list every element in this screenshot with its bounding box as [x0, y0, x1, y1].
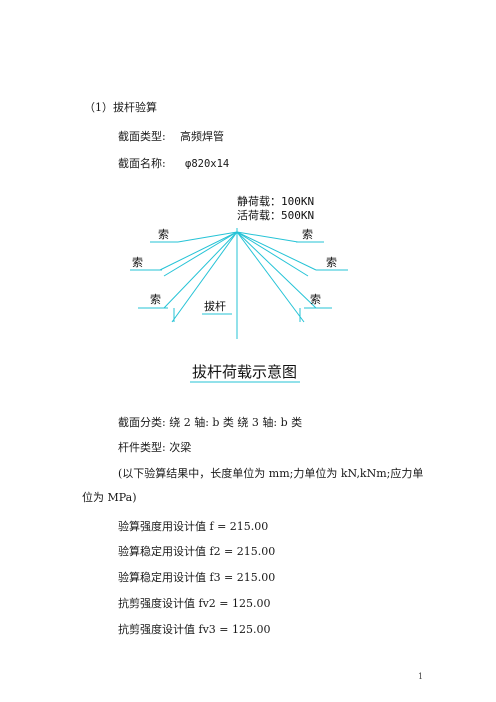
cable-line [163, 231, 238, 309]
section-type-value: 高频焊管 [180, 130, 224, 143]
shear-design-value-fv2: 抗剪强度设计值 fv2 = 125.00 [118, 597, 271, 610]
stability-design-value-f2: 验算稳定用设计值 f2 = 215.00 [118, 545, 276, 558]
cable-label-mid-right: 索 [326, 255, 337, 269]
cable-line [163, 231, 238, 277]
diagram-title: 拔杆荷载示意图 [192, 363, 297, 381]
shear-design-value-fv3: 抗剪强度设计值 fv3 = 125.00 [118, 623, 271, 636]
cable-line [236, 231, 309, 277]
live-load-label: 活荷载：500KN [237, 209, 314, 222]
section-class: 截面分类: 绕 2 轴: b 类 绕 3 轴: b 类 [118, 416, 303, 429]
static-load-label: 静荷载：100KN [237, 194, 314, 208]
mast-load-diagram: 静荷载：100KN 活荷载：500KN 索 索 索 索 索 索 拔杆 拔杆荷载示… [130, 194, 348, 383]
diagram-lines [130, 228, 348, 383]
cable-line [236, 231, 305, 323]
cable-line [236, 231, 317, 309]
note-line-1: (以下验算结果中，长度单位为 mm;力单位为 kN,kNm;应力单 [118, 467, 424, 480]
section-type-label: 截面类型: [118, 130, 166, 143]
mast-label: 拔杆 [204, 299, 226, 313]
strength-design-value: 验算强度用设计值 f = 215.00 [118, 520, 269, 533]
cable-line [236, 231, 317, 271]
section-name-label: 截面名称: [118, 157, 166, 170]
section-name-value: φ820x14 [185, 158, 230, 170]
cable-label-upper-right: 索 [302, 227, 313, 241]
cable-line [171, 231, 238, 323]
section-title: （1）拔杆验算 [84, 101, 157, 114]
cable-line [236, 231, 299, 243]
member-type: 杆件类型: 次梁 [118, 441, 192, 454]
cable-label-lower-left: 索 [150, 292, 161, 306]
stability-design-value-f3: 验算稳定用设计值 f3 = 215.00 [118, 571, 276, 584]
page-number: 1 [418, 672, 424, 681]
cable-line [159, 231, 238, 271]
cable-label-lower-right: 索 [310, 292, 321, 306]
cable-line [177, 231, 238, 243]
note-line-2: 位为 MPa) [82, 491, 137, 504]
cable-label-upper-left: 索 [158, 227, 169, 241]
cable-label-mid-left: 索 [132, 255, 143, 269]
